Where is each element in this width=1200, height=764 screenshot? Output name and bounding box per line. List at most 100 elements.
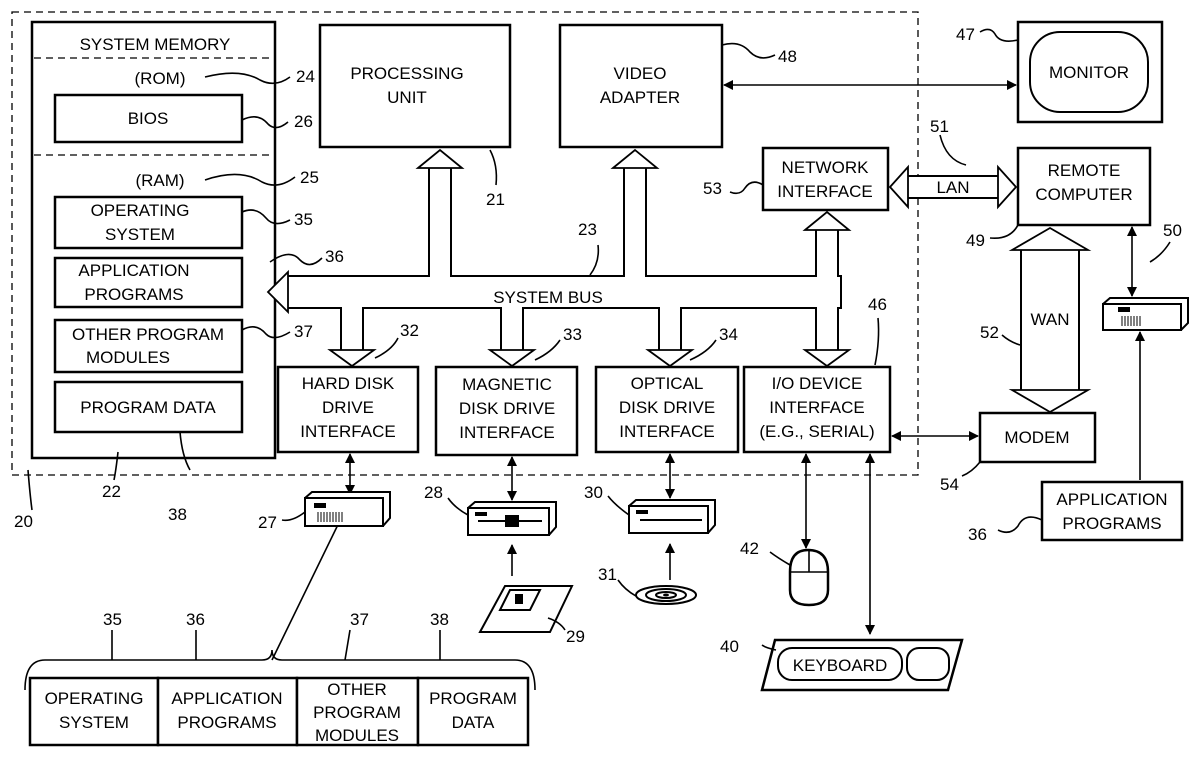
ref-27: 27 xyxy=(258,513,277,532)
ref-54: 54 xyxy=(940,475,959,494)
ref-53: 53 xyxy=(703,179,722,198)
ref-47: 47 xyxy=(956,25,975,44)
stored-modules-label: PROGRAM xyxy=(313,703,401,722)
mouse-icon xyxy=(790,550,828,605)
magnetic-interface-label: DISK DRIVE xyxy=(459,399,555,418)
ref-48: 48 xyxy=(778,47,797,66)
optical-disk-drive-icon xyxy=(629,500,715,533)
other-program-modules-label: MODULES xyxy=(86,348,170,367)
wan-connection: WAN xyxy=(1012,228,1088,412)
ref-28: 28 xyxy=(424,483,443,502)
io-interface-label: I/O DEVICE xyxy=(772,374,863,393)
ref-20: 20 xyxy=(14,512,33,531)
ref-21: 21 xyxy=(486,190,505,209)
ref-32: 32 xyxy=(400,321,419,340)
ref-25: 25 xyxy=(300,168,319,187)
ref-29: 29 xyxy=(566,627,585,646)
ref-22: 22 xyxy=(102,482,121,501)
other-program-modules-label: OTHER PROGRAM xyxy=(72,325,224,344)
hdd-interface-label: INTERFACE xyxy=(300,422,395,441)
optical-disc-icon xyxy=(636,586,696,604)
magnetic-disk-drive-interface: MAGNETIC DISK DRIVE INTERFACE xyxy=(436,367,577,455)
optical-disk-drive-interface: OPTICAL DISK DRIVE INTERFACE xyxy=(596,367,738,452)
magnetic-interface-label: MAGNETIC xyxy=(462,375,552,394)
ram-label: (RAM) xyxy=(135,171,184,190)
video-adapter: VIDEO ADAPTER xyxy=(560,25,722,147)
processing-unit-label: UNIT xyxy=(387,88,427,107)
floppy-disk-icon xyxy=(480,586,572,632)
ref-31: 31 xyxy=(598,565,617,584)
modem: MODEM xyxy=(980,413,1095,462)
ref-23: 23 xyxy=(578,220,597,239)
modem-label: MODEM xyxy=(1004,428,1069,447)
io-interface-label: (E.G., SERIAL) xyxy=(759,422,874,441)
hard-disk-drive-icon xyxy=(305,492,390,526)
stored-apps-label: APPLICATION xyxy=(171,689,282,708)
ref-bottom-37: 37 xyxy=(350,610,369,629)
ref-remote-36: 36 xyxy=(968,525,987,544)
os-label: OPERATING xyxy=(91,201,190,220)
ref-38: 38 xyxy=(168,505,187,524)
ref-46: 46 xyxy=(868,295,887,314)
stored-os-label: OPERATING xyxy=(45,689,144,708)
remote-apps-label: PROGRAMS xyxy=(1062,514,1161,533)
monitor-label: MONITOR xyxy=(1049,63,1129,82)
ref-40: 40 xyxy=(720,637,739,656)
magnetic-interface-label: INTERFACE xyxy=(459,423,554,442)
ref-bottom-38: 38 xyxy=(430,610,449,629)
program-data-label: PROGRAM DATA xyxy=(80,398,216,417)
remote-computer: REMOTE COMPUTER xyxy=(1018,148,1150,225)
network-interface: NETWORK INTERFACE xyxy=(763,148,888,210)
lan-connection: LAN xyxy=(890,167,1016,207)
optical-interface-label: OPTICAL xyxy=(631,374,704,393)
os-label: SYSTEM xyxy=(105,225,175,244)
stored-modules-label: MODULES xyxy=(315,726,399,745)
ref-51: 51 xyxy=(930,117,949,136)
rom-label: (ROM) xyxy=(135,69,186,88)
lan-label: LAN xyxy=(936,178,969,197)
video-adapter-label: ADAPTER xyxy=(600,88,680,107)
remote-application-programs: APPLICATION PROGRAMS xyxy=(1042,482,1182,540)
ref-34: 34 xyxy=(719,325,738,344)
magnetic-disk-drive-icon xyxy=(468,502,556,535)
monitor: MONITOR xyxy=(1018,22,1162,122)
ref-36: 36 xyxy=(325,247,344,266)
application-programs-label: PROGRAMS xyxy=(84,285,183,304)
ref-bottom-36: 36 xyxy=(186,610,205,629)
ref-49: 49 xyxy=(966,231,985,250)
stored-os-label: SYSTEM xyxy=(59,713,129,732)
system-memory: SYSTEM MEMORY (ROM) BIOS (RAM) OPERATING… xyxy=(32,22,275,458)
system-memory-title: SYSTEM MEMORY xyxy=(80,35,231,54)
processing-unit: PROCESSING UNIT xyxy=(320,25,510,147)
ref-24: 24 xyxy=(296,67,315,86)
ref-26: 26 xyxy=(294,112,313,131)
system-bus-label: SYSTEM BUS xyxy=(493,288,603,307)
ref-bottom-35: 35 xyxy=(103,610,122,629)
io-interface-label: INTERFACE xyxy=(769,398,864,417)
processing-unit-label: PROCESSING xyxy=(350,64,463,83)
ref-52: 52 xyxy=(980,323,999,342)
stored-apps-label: PROGRAMS xyxy=(177,713,276,732)
stored-modules-label: OTHER xyxy=(327,680,387,699)
ref-30: 30 xyxy=(584,483,603,502)
stored-data-label: PROGRAM xyxy=(429,689,517,708)
keyboard-icon: KEYBOARD xyxy=(762,640,962,690)
ref-33: 33 xyxy=(563,325,582,344)
application-programs-label: APPLICATION xyxy=(78,261,189,280)
io-device-interface: I/O DEVICE INTERFACE (E.G., SERIAL) xyxy=(744,367,890,452)
remote-computer-label: COMPUTER xyxy=(1035,185,1132,204)
optical-interface-label: INTERFACE xyxy=(619,422,714,441)
wan-label: WAN xyxy=(1030,310,1069,329)
remote-hard-disk-icon xyxy=(1103,298,1188,330)
ref-37: 37 xyxy=(294,322,313,341)
remote-apps-label: APPLICATION xyxy=(1056,490,1167,509)
bios-label: BIOS xyxy=(128,109,169,128)
keyboard-label: KEYBOARD xyxy=(793,656,887,675)
network-interface-label: NETWORK xyxy=(782,158,870,177)
optical-interface-label: DISK DRIVE xyxy=(619,398,715,417)
stored-data-label: DATA xyxy=(452,713,495,732)
ref-35: 35 xyxy=(294,210,313,229)
remote-computer-label: REMOTE xyxy=(1048,161,1121,180)
stored-programs: OPERATING SYSTEM APPLICATION PROGRAMS OT… xyxy=(30,678,528,745)
